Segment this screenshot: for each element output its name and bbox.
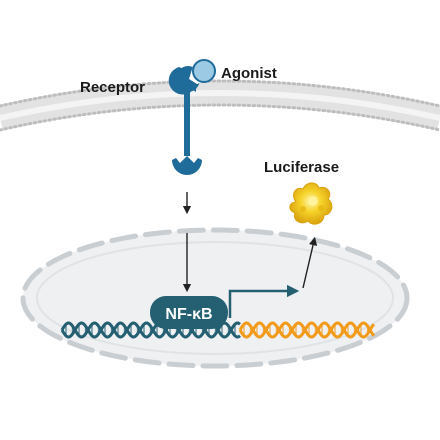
agonist-label: Agonist bbox=[221, 65, 277, 82]
arrow-to-luciferase bbox=[302, 236, 318, 289]
receptor-icon bbox=[168, 65, 205, 175]
nfkb-label: NF-κB bbox=[165, 306, 212, 323]
luciferase-label: Luciferase bbox=[264, 159, 339, 176]
nfkb-complex: NF-κB bbox=[150, 296, 228, 329]
receptor-label: Receptor bbox=[80, 79, 145, 96]
promoter-arrow-icon bbox=[228, 284, 300, 318]
cell-membrane bbox=[0, 79, 440, 132]
dna-strand bbox=[238, 321, 376, 339]
signaling-arrows bbox=[182, 192, 318, 293]
luciferase-protein-icon bbox=[289, 182, 333, 225]
dna-strand bbox=[238, 321, 376, 339]
agonist-icon bbox=[192, 59, 216, 83]
